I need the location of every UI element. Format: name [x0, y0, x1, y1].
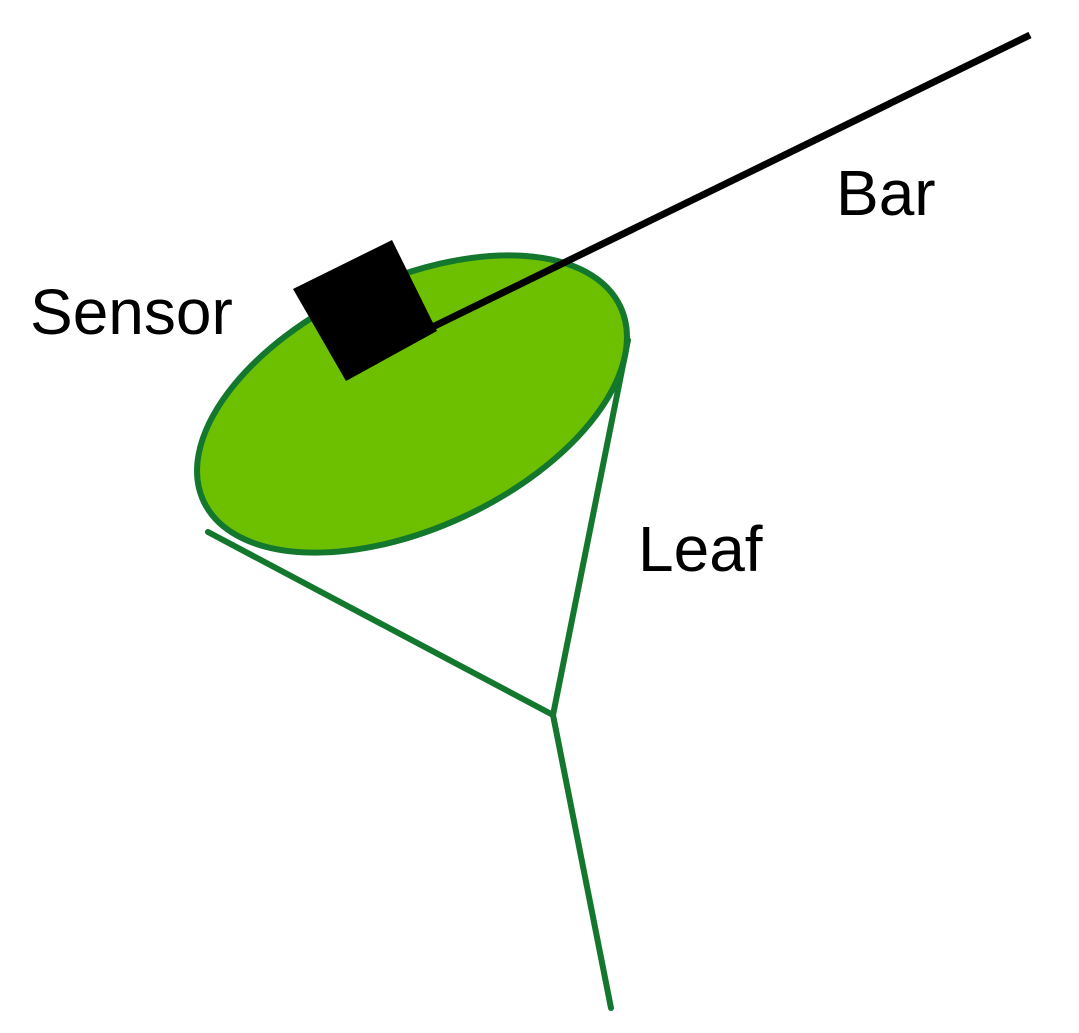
bar-label: Bar [836, 157, 936, 229]
leaf-stem [550, 712, 614, 1011]
bar [408, 31, 1032, 342]
sensor [293, 240, 437, 381]
sensor-label: Sensor [30, 276, 233, 348]
leaf-blade [194, 252, 630, 556]
leaf-label: Leaf [638, 513, 763, 585]
leaf-left-edge [205, 529, 556, 718]
leaf-right-edge [550, 337, 631, 718]
